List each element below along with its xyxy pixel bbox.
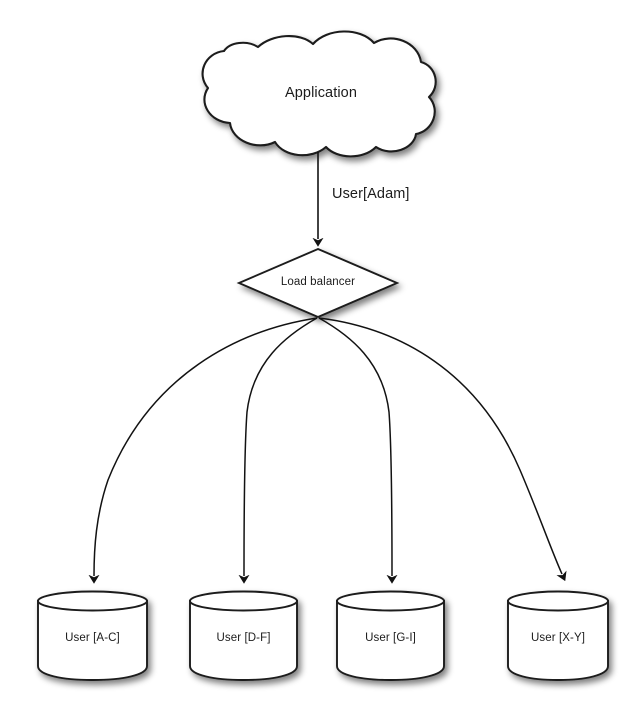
cloud-shape: [201, 30, 437, 158]
cylinder-top: [189, 590, 298, 612]
node-database-a-c[interactable]: [37, 590, 148, 681]
cylinder-body: [336, 600, 445, 681]
cylinder-top: [336, 590, 445, 612]
node-application[interactable]: [201, 30, 437, 158]
edge-load-balancer-to-db-a-c: [88, 317, 318, 584]
cylinder-top: [37, 590, 148, 612]
edge-group-load-balancer-to-databases: [88, 317, 567, 584]
diamond-shape: [236, 247, 400, 319]
cylinder-body: [37, 600, 148, 681]
edge-load-balancer-to-db-x-y: [318, 317, 567, 582]
edge-load-balancer-to-db-d-f: [238, 317, 318, 584]
cylinder-body: [507, 600, 609, 681]
node-database-x-y[interactable]: [507, 590, 609, 681]
cylinder-body: [189, 600, 298, 681]
node-database-d-f[interactable]: [189, 590, 298, 681]
cylinder-top: [507, 590, 609, 612]
edge-load-balancer-to-db-g-i: [318, 317, 398, 584]
node-database-g-i[interactable]: [336, 590, 445, 681]
node-load-balancer[interactable]: [236, 247, 400, 319]
